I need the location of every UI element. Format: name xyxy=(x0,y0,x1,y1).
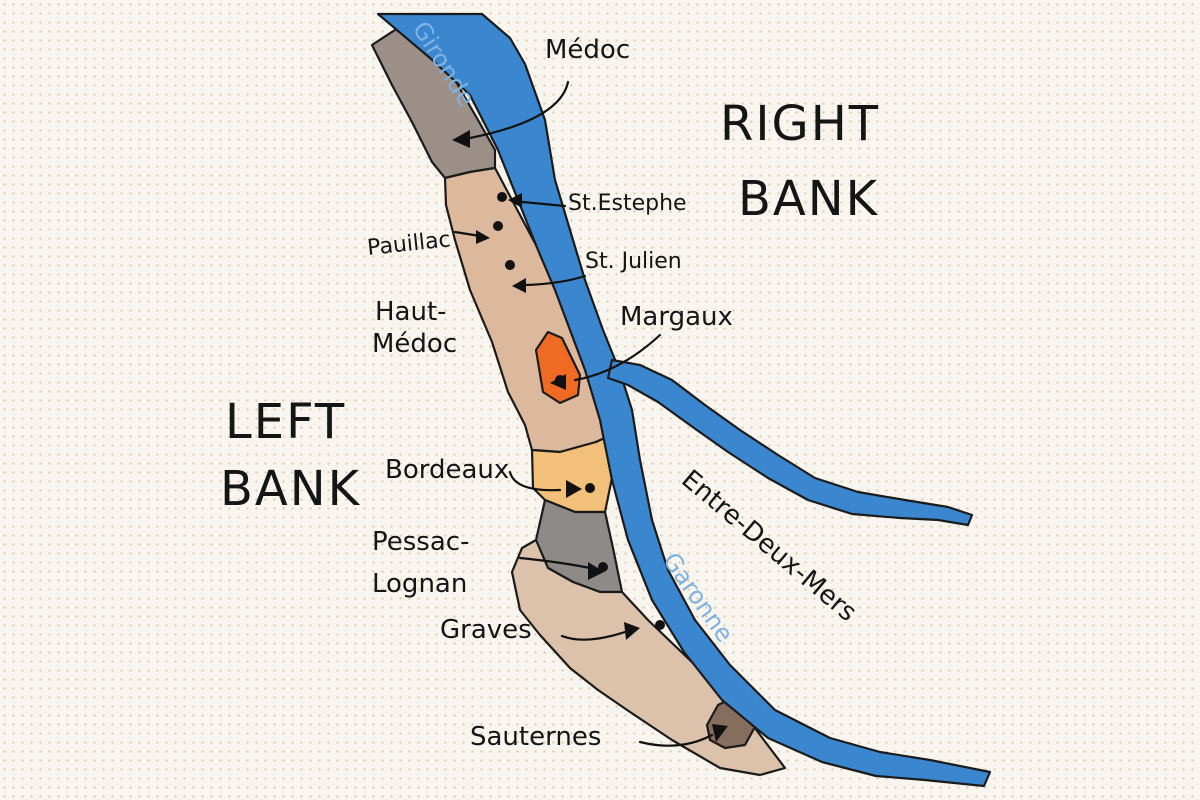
haut-medoc-label-line1: Haut- xyxy=(375,297,447,327)
margaux-label: Margaux xyxy=(620,302,733,332)
pauillac-arrow xyxy=(453,230,482,238)
st-estephe-label: St.Estephe xyxy=(568,191,687,216)
haut-medoc-label-line2: Médoc xyxy=(372,329,457,359)
right-bank-label-line2: BANK xyxy=(738,171,879,227)
st-julien-dot xyxy=(505,260,515,270)
graves-arrow xyxy=(560,630,627,641)
dordogne-river xyxy=(606,358,974,527)
pessac-label-line2: Lognan xyxy=(372,569,467,599)
bordeaux-arrow xyxy=(508,470,562,492)
right-bank-label-line1: RIGHT xyxy=(720,96,880,152)
bordeaux-label: Bordeaux xyxy=(385,455,509,485)
bordeaux-region xyxy=(530,428,624,514)
st-estephe-arrowhead xyxy=(508,193,522,208)
pessac-label-line1: Pessac- xyxy=(372,527,469,557)
margaux-arrow xyxy=(573,333,662,382)
sauternes-arrowhead xyxy=(712,724,728,742)
pauillac-label: Pauillac xyxy=(366,227,452,261)
graves-arrowhead xyxy=(624,622,640,640)
sauternes-arrow xyxy=(638,733,714,747)
medoc-arrowhead xyxy=(452,130,470,148)
pauillac-arrowhead xyxy=(476,230,490,244)
pessac-dot xyxy=(598,562,608,572)
sauternes-label: Sauternes xyxy=(470,722,601,752)
st-julien-arrow xyxy=(523,274,587,287)
pessac-arrow xyxy=(518,556,592,570)
rivers xyxy=(376,12,992,788)
medoc-arrow xyxy=(468,80,570,140)
pessac-arrowhead xyxy=(588,562,604,580)
medoc-label: Médoc xyxy=(545,35,630,65)
st-estephe-dot xyxy=(497,192,507,202)
graves-label: Graves xyxy=(440,615,532,645)
label-arrows xyxy=(452,80,728,747)
left-bank-label-line1: LEFT xyxy=(225,394,346,450)
margaux-region xyxy=(534,330,582,405)
bordeaux-arrowhead xyxy=(566,480,582,498)
gironde-river xyxy=(376,12,992,788)
left-bank-label-line2: BANK xyxy=(220,461,361,517)
st-julien-label: St. Julien xyxy=(585,249,682,274)
st-julien-arrowhead xyxy=(512,278,526,293)
graves-dot xyxy=(655,620,665,630)
pauillac-dot xyxy=(493,221,503,231)
bordeaux-dot xyxy=(585,483,595,493)
margaux-arrowhead xyxy=(550,374,566,390)
